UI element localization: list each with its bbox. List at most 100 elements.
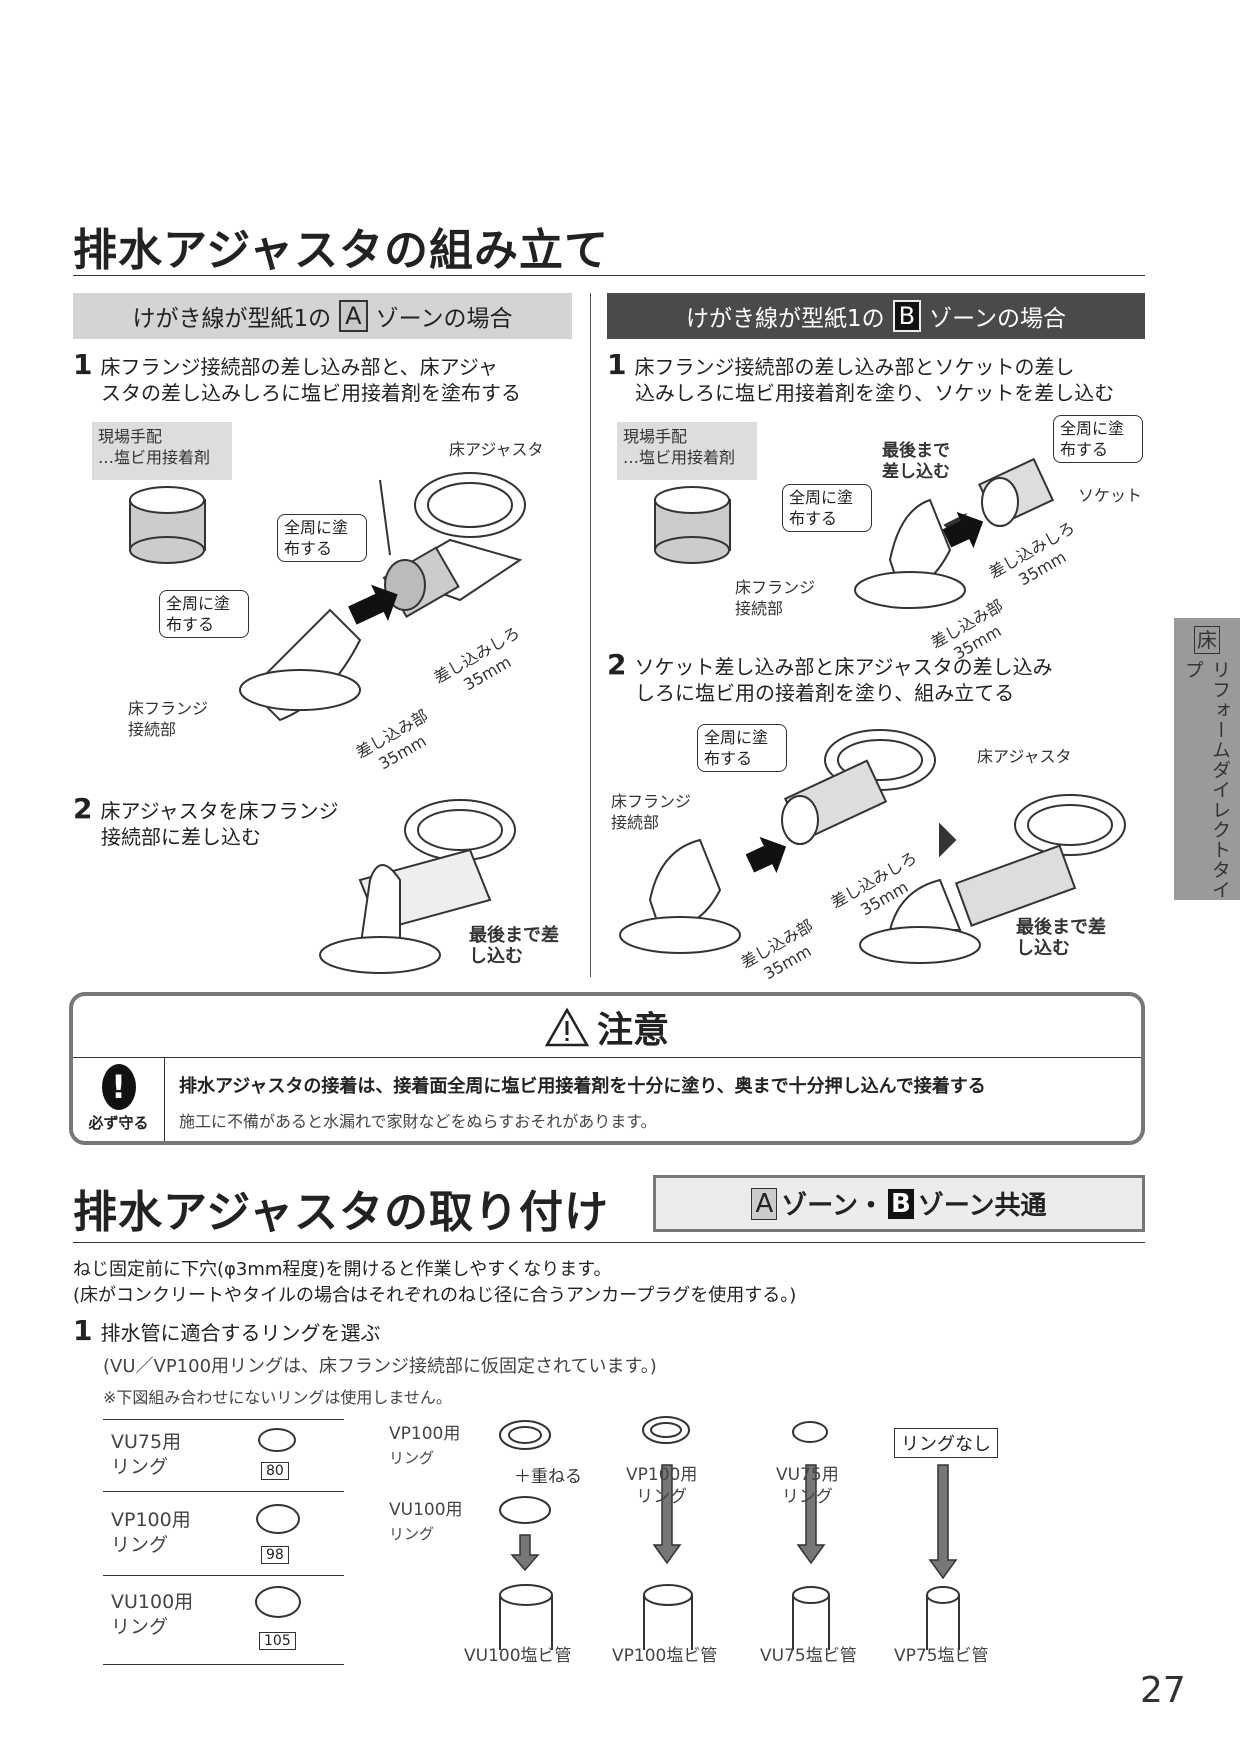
pipe-label: VU100塩ビ管: [464, 1646, 572, 1666]
apply-all-callout: 全周に塗布する: [159, 590, 249, 638]
exclamation-icon: !: [101, 1064, 136, 1110]
step-text: 排水管に適合するリングを選ぶ: [100, 1321, 381, 1345]
ring-size: 105: [259, 1632, 296, 1650]
flange-label: 床フランジ接続部: [735, 578, 816, 618]
label-text: VP100用: [626, 1465, 698, 1485]
step-text: 接続部に差し込む: [101, 825, 261, 849]
step-text: 床アジャスタを床フランジ: [100, 799, 339, 823]
ring-name: VU100用: [111, 1591, 194, 1613]
push-fully-label: 最後まで差し込む: [882, 441, 950, 482]
step-text: ソケット差し込み部と床アジャスタの差し込み: [634, 655, 1053, 679]
label-text: リング: [636, 1487, 688, 1507]
step-number: 2: [73, 792, 93, 825]
divider: [73, 1242, 1145, 1243]
ring-row: VP100用リング 98: [103, 1492, 344, 1576]
push-fully-label: 最後まで差し込む: [469, 925, 559, 967]
ring-row: VU100用リング 105: [103, 1576, 344, 1665]
floor-adjuster-label: 床アジャスタ: [449, 440, 544, 459]
flange-label: 床フランジ接続部: [611, 792, 692, 832]
step-text: 床フランジ接続部の差し込み部と、床アジャ: [100, 355, 498, 379]
zone-a-step2: 2 床アジャスタを床フランジ 接続部に差し込む: [73, 795, 339, 850]
label-text: リング: [389, 1449, 435, 1467]
side-tab-text: リフォームダイレクトタイプ: [1182, 660, 1231, 900]
caution-sub-text: 施工に不備があると水漏れで家財などをぬらすおそれがあります。: [179, 1112, 657, 1131]
step-text: スタの差し込みしろに塩ビ用接着剤を塗布する: [101, 381, 521, 405]
divider: [73, 275, 1145, 276]
ring-sub: リング: [111, 1456, 169, 1478]
label-text: VP100用: [389, 1424, 461, 1444]
install-notes: ねじ固定前に下穴(φ3mm程度)を開けると作業しやすくなります。 (床がコンクリ…: [73, 1257, 796, 1309]
ring-icon: [255, 1586, 301, 1618]
apply-all-callout: 全周に塗布する: [697, 724, 787, 772]
step-text: 込みしろに塩ビ用接着剤を塗り、ソケットを差し込む: [635, 381, 1115, 405]
step-number: 1: [607, 348, 627, 381]
must-follow-badge: ! 必ず守る: [73, 1058, 165, 1141]
caution-box: 注意 ! 必ず守る 排水アジャスタの接着は、接着面全周に塩ビ用接着剤を十分に塗り…: [69, 992, 1145, 1145]
no-ring-label: リングなし: [894, 1428, 998, 1458]
stack-label: ＋重ねる: [514, 1467, 582, 1487]
zone-header-text: ゾーンの場合: [929, 306, 1066, 332]
ring-size: 80: [261, 1462, 289, 1480]
label-text: 現場手配: [98, 427, 163, 446]
zone-header-text: ゾーンの場合: [375, 306, 513, 332]
caution-main-text: 排水アジャスタの接着は、接着面全周に塩ビ用接着剤を十分に塗り、奥まで十分押し込ん…: [179, 1076, 986, 1097]
zone-a-step1: 1 床フランジ接続部の差し込み部と、床アジャ スタの差し込みしろに塩ビ用接着剤を塗…: [73, 351, 573, 406]
combo-label-vp100: VP100用リング: [389, 1422, 460, 1470]
ring-size: 98: [261, 1546, 289, 1564]
zone-b-badge: B: [892, 300, 922, 332]
note-text: ねじ固定前に下穴(φ3mm程度)を開けると作業しやすくなります。: [73, 1259, 612, 1280]
floor-adjuster-label: 床アジャスタ: [977, 747, 1072, 766]
combo-label-vu100: VU100用リング: [389, 1498, 463, 1546]
badge-text: 必ず守る: [88, 1114, 149, 1132]
ring-sub: リング: [111, 1616, 169, 1638]
ring-icon: [256, 1504, 300, 1534]
step-note: ※下図組み合わせにないリングは使用しません。: [103, 1388, 452, 1407]
label-text: リング: [389, 1525, 435, 1543]
label-text: …塩ビ用接着剤: [98, 448, 211, 467]
zone-b-header: けがき線が型紙1の B ゾーンの場合: [607, 293, 1145, 339]
apply-all-callout: 全周に塗布する: [1053, 415, 1143, 463]
step-number: 1: [73, 1314, 93, 1347]
socket-label: ソケット: [1078, 486, 1143, 505]
zone-text: ゾーン・: [781, 1191, 884, 1221]
section-title-assembly: 排水アジャスタの組み立て: [73, 225, 610, 276]
apply-all-callout: 全周に塗布する: [277, 514, 367, 562]
ring-sub: リング: [111, 1534, 169, 1556]
label-text: リング: [781, 1487, 833, 1507]
note-text: (床がコンクリートやタイルの場合はそれぞれのねじ径に合うアンカープラグを使用する…: [73, 1285, 797, 1306]
zone-header-text: けがき線が型紙1の: [686, 306, 885, 332]
ring-icon: [258, 1428, 296, 1452]
apply-all-callout: 全周に塗布する: [782, 484, 872, 532]
assembly-illustrations: [129, 457, 1126, 974]
caution-title: 注意: [596, 1009, 669, 1051]
zone-text: ゾーン共通: [917, 1191, 1047, 1221]
zone-b-badge: B: [887, 1188, 914, 1219]
caution-header: 注意: [73, 996, 1141, 1058]
page-number: 27: [1140, 1670, 1186, 1711]
zone-a-badge: A: [339, 300, 368, 332]
step-paren-note: (VU／VP100用リングは、床フランジ接続部に仮固定されています。): [103, 1356, 657, 1377]
ring-combination-diagram: [499, 1416, 960, 1650]
side-tab: 床 リフォームダイレクトタイプ: [1174, 618, 1240, 900]
label-text: VU75用: [776, 1465, 839, 1485]
section-title-install: 排水アジャスタの取り付け: [73, 1187, 610, 1238]
column-divider: [590, 293, 591, 977]
ring-table: VU75用リング 80 VP100用リング 98 VU100用リング 105: [103, 1419, 344, 1665]
install-step1: 1 排水管に適合するリングを選ぶ: [73, 1317, 381, 1346]
ring-name: VP100用: [111, 1509, 191, 1531]
zone-a-header: けがき線が型紙1の A ゾーンの場合: [73, 293, 572, 339]
zone-a-badge: A: [751, 1187, 778, 1220]
pipe-label: VP100塩ビ管: [612, 1646, 718, 1666]
site-supplied-label: 現場手配 …塩ビ用接着剤: [617, 422, 757, 480]
push-fully-label: 最後まで差し込む: [1016, 917, 1106, 959]
step-number: 1: [73, 348, 93, 381]
pipe-label: VU75塩ビ管: [760, 1646, 857, 1666]
ring-row: VU75用リング 80: [103, 1420, 344, 1492]
zone-header-text: けがき線が型紙1の: [132, 306, 332, 332]
label-text: VU100用: [389, 1500, 463, 1520]
step-number: 2: [607, 648, 627, 681]
label-text: …塩ビ用接着剤: [623, 448, 736, 467]
